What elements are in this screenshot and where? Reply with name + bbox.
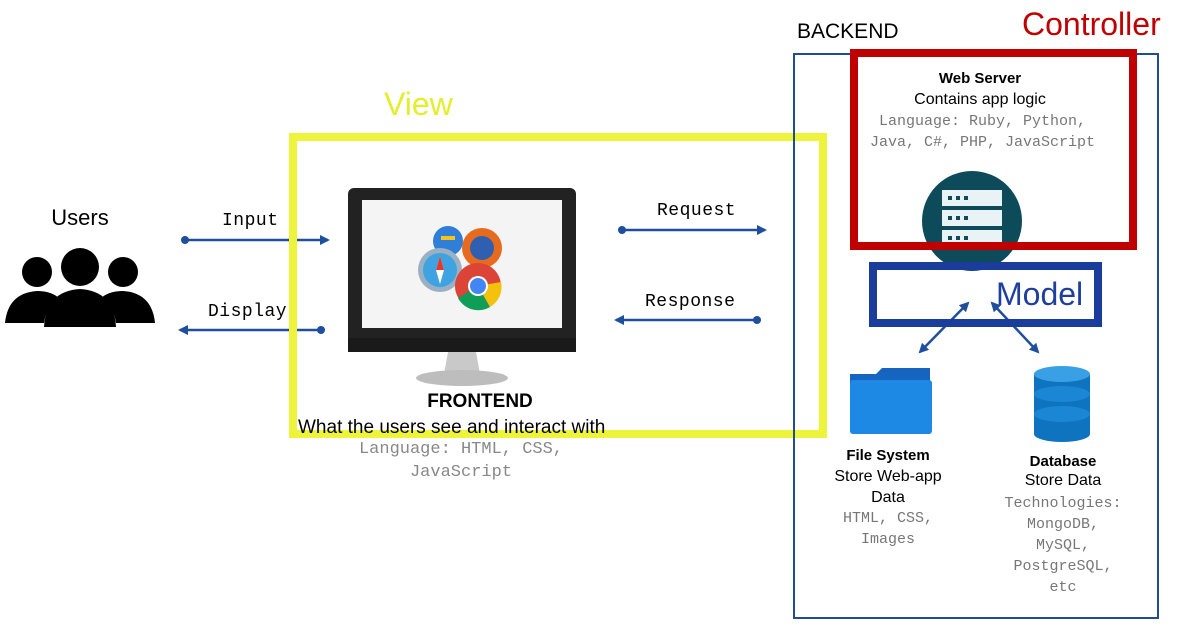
input-label: Input bbox=[222, 211, 279, 231]
controller-label: Controller bbox=[1022, 6, 1161, 42]
file-system-subtitle: Store Web-app Data bbox=[823, 466, 953, 508]
display-arrow bbox=[178, 325, 325, 335]
request-arrow bbox=[618, 225, 767, 235]
database-tech-line2: MongoDB, bbox=[1026, 516, 1099, 533]
frontend-subtitle: What the users see and interact with bbox=[298, 417, 606, 438]
database-title: Database bbox=[1029, 453, 1097, 470]
database-icon bbox=[1034, 366, 1090, 442]
file-system-tech: HTML, CSS, Images bbox=[823, 508, 953, 550]
request-label: Request bbox=[657, 201, 737, 221]
browser-icons bbox=[418, 226, 502, 311]
web-server-language-line2: Java, C#, PHP, JavaScript bbox=[869, 134, 1096, 151]
file-system-tech-line1: HTML, CSS, bbox=[842, 510, 933, 527]
web-server-subtitle: Contains app logic bbox=[914, 91, 1046, 108]
response-label: Response bbox=[645, 292, 736, 312]
input-arrow bbox=[181, 235, 330, 245]
display-label: Display bbox=[208, 302, 288, 322]
view-label: View bbox=[384, 86, 453, 122]
monitor-icon bbox=[348, 188, 576, 386]
frontend-language-line1: Language: HTML, CSS, bbox=[358, 440, 564, 459]
web-server-title: Web Server bbox=[938, 70, 1022, 87]
backend-label: BACKEND bbox=[797, 20, 899, 43]
frontend-language: Language: HTML, CSS, JavaScript bbox=[316, 438, 606, 484]
web-server-language: Language: Ruby, Python, Java, C#, PHP, J… bbox=[845, 111, 1120, 153]
database-subtitle: Store Data bbox=[1024, 472, 1102, 489]
database-tech: Technologies: MongoDB, MySQL, PostgreSQL… bbox=[993, 493, 1133, 598]
database-tech-line4: PostgreSQL, bbox=[1013, 558, 1113, 575]
file-system-title: File System bbox=[846, 447, 930, 464]
users-icon bbox=[5, 248, 155, 327]
web-server-language-line1: Language: Ruby, Python, bbox=[878, 113, 1087, 130]
frontend-title: FRONTEND bbox=[427, 391, 533, 412]
frontend-language-line2: JavaScript bbox=[409, 463, 513, 482]
folder-icon bbox=[850, 368, 932, 434]
model-connectors bbox=[918, 301, 1040, 354]
view-highlight-box bbox=[289, 133, 827, 438]
response-arrow bbox=[614, 315, 761, 325]
database-tech-line5: etc bbox=[1049, 579, 1077, 596]
file-system-subtitle-line2: Data bbox=[871, 489, 905, 506]
file-system-tech-line2: Images bbox=[860, 531, 915, 548]
model-highlight-box bbox=[869, 262, 1102, 327]
database-tech-line1: Technologies: bbox=[1004, 495, 1122, 512]
controller-highlight-box bbox=[850, 49, 1137, 250]
model-label: Model bbox=[996, 276, 1084, 312]
file-system-subtitle-line1: Store Web-app bbox=[834, 468, 942, 485]
database-tech-line3: MySQL, bbox=[1035, 537, 1090, 554]
users-label: Users bbox=[51, 205, 109, 230]
